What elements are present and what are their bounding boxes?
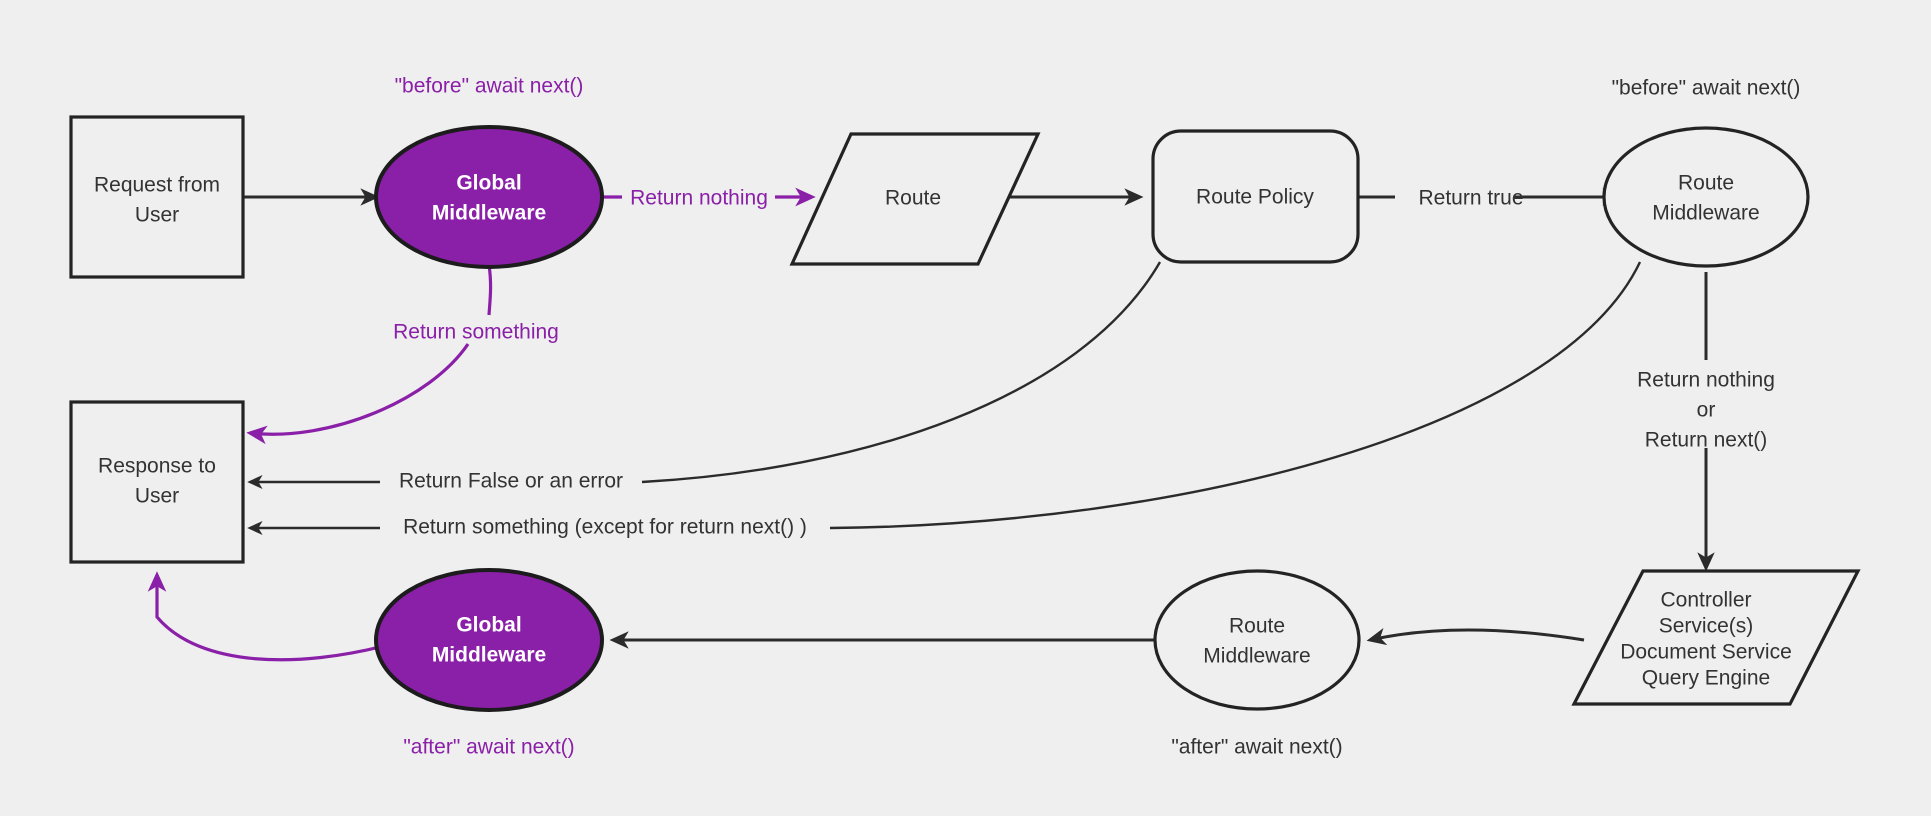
edge-label-return-nothing-or-line3: Return next() — [1645, 429, 1768, 452]
edge-global-middleware-bottom-to-response — [147, 571, 389, 662]
edge-label-return-something-except: Return something (except for return next… — [403, 516, 807, 539]
edge-controller-to-route-middleware-bottom — [1366, 628, 1585, 646]
node-response-label-line2: User — [135, 485, 179, 508]
annotation-after-await-next-global: "after" await next() — [403, 736, 574, 759]
node-controller-label-line3: Document Service — [1620, 641, 1792, 664]
node-global-middleware-bottom-label-line1: Global — [456, 614, 521, 637]
node-route-middleware-top-label-line2: Middleware — [1652, 202, 1759, 225]
edge-label-return-nothing-or-line2: or — [1697, 399, 1716, 422]
node-global-middleware-bottom-label-line2: Middleware — [432, 644, 546, 667]
annotation-after-await-next-route: "after" await next() — [1171, 736, 1342, 759]
node-route-middleware-bottom-label-line2: Middleware — [1203, 645, 1310, 668]
node-request-from-user[interactable]: Request from User — [69, 115, 245, 279]
edge-route-middleware-to-return-something-except-label — [829, 261, 1642, 530]
node-route-label: Route — [885, 187, 941, 210]
node-route-middleware-bottom[interactable]: Route Middleware — [1153, 569, 1361, 711]
node-route[interactable]: Route — [789, 132, 1041, 266]
edge-global-middleware-top-to-label-return-something — [487, 264, 493, 316]
edge-label-return-nothing: Return nothing — [630, 187, 768, 210]
node-global-middleware-top-label-line2: Middleware — [432, 202, 546, 225]
node-global-middleware-top[interactable]: Global Middleware — [374, 125, 604, 269]
node-controller-label-line1: Controller — [1660, 589, 1751, 612]
edge-label-return-true: Return true — [1418, 187, 1523, 210]
node-request-label-line2: User — [135, 204, 179, 227]
node-route-middleware-top-label-line1: Route — [1678, 172, 1734, 195]
node-route-middleware-top[interactable]: Route Middleware — [1602, 126, 1810, 268]
edge-return-something-to-response — [246, 343, 470, 445]
node-route-middleware-bottom-label-line1: Route — [1229, 615, 1285, 638]
node-request-label-line1: Request from — [94, 174, 220, 197]
edge-label-return-false-or-error: Return False or an error — [399, 470, 623, 493]
node-route-policy-label: Route Policy — [1196, 186, 1314, 209]
annotation-before-await-next-global: "before" await next() — [395, 75, 584, 98]
edge-route-policy-to-return-false-label — [641, 261, 1162, 484]
node-controller-services[interactable]: Controller Service(s) Document Service Q… — [1571, 569, 1861, 706]
node-response-label-line1: Response to — [98, 455, 216, 478]
node-response-to-user[interactable]: Response to User — [69, 400, 245, 564]
node-controller-label-line2: Service(s) — [1659, 615, 1754, 638]
edge-label-return-nothing-or-line1: Return nothing — [1637, 369, 1775, 392]
annotation-before-await-next-route: "before" await next() — [1612, 77, 1801, 100]
node-route-policy[interactable]: Route Policy — [1151, 129, 1360, 264]
node-global-middleware-bottom[interactable]: Global Middleware — [374, 568, 604, 712]
node-global-middleware-top-label-line1: Global — [456, 172, 521, 195]
node-controller-label-line4: Query Engine — [1642, 667, 1770, 690]
edge-label-return-something-top: Return something — [393, 321, 559, 344]
